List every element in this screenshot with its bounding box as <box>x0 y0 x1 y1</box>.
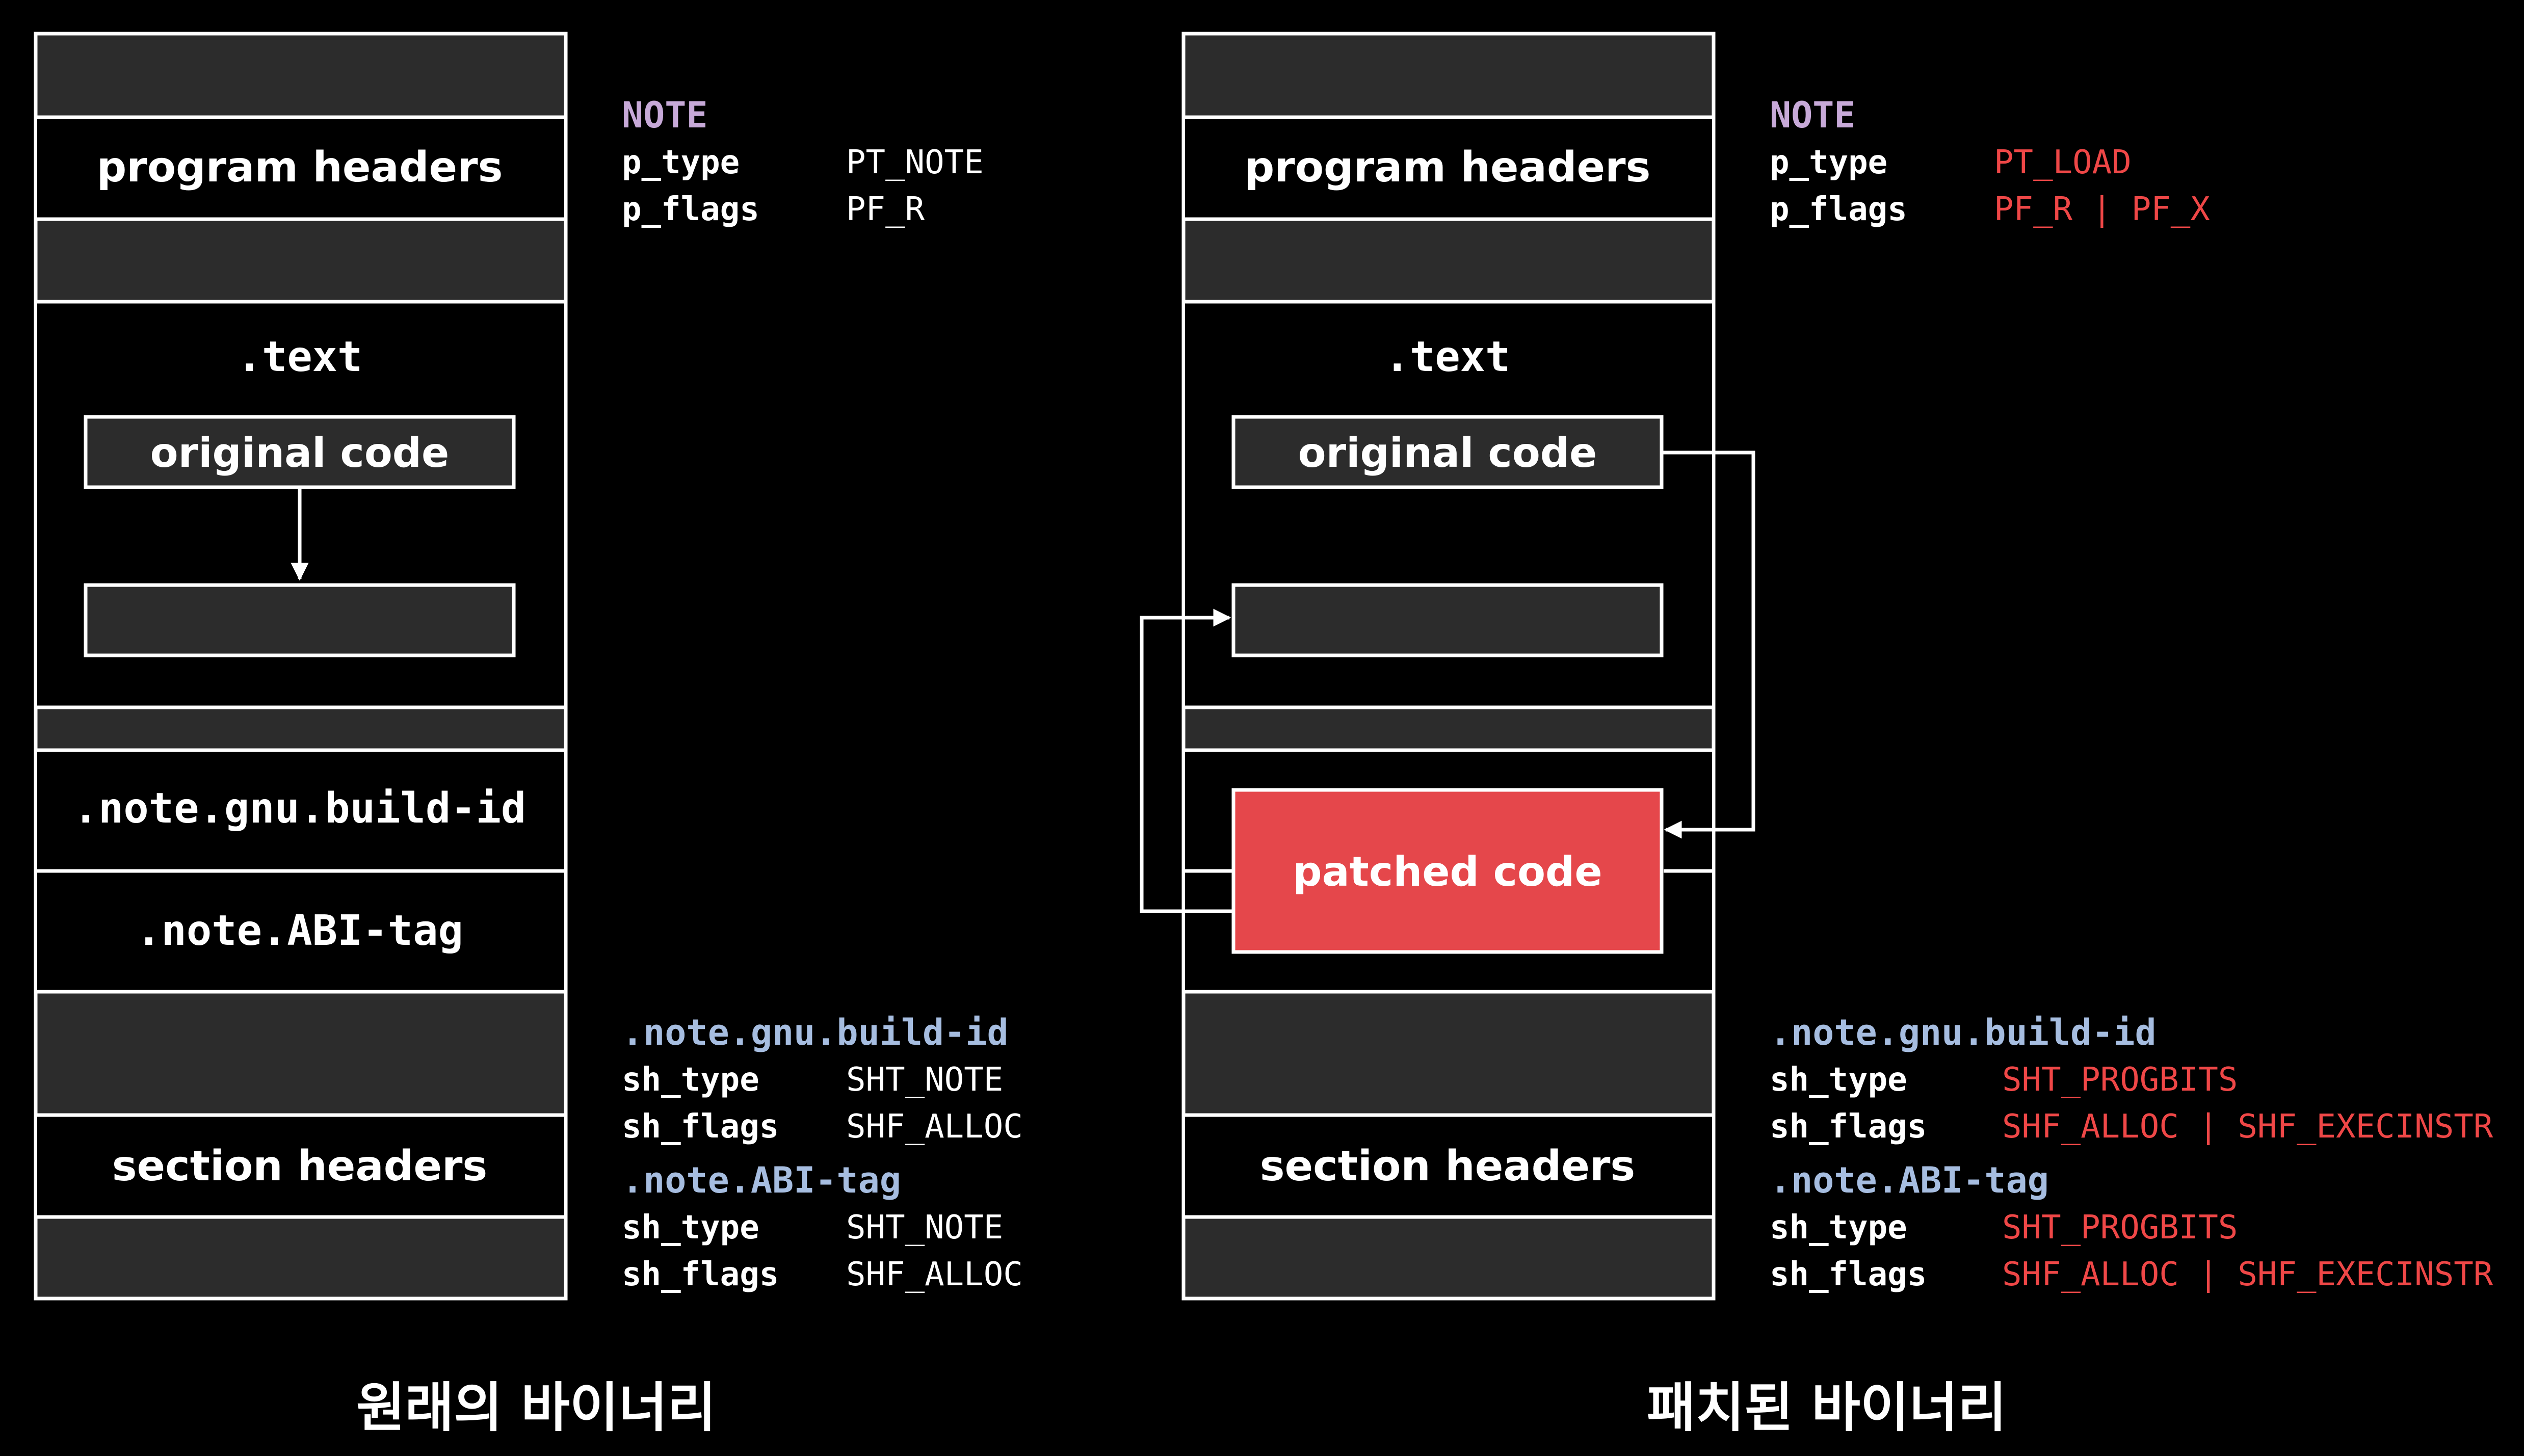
patched-section-name-build-id: .note.gnu.build-id <box>1770 1012 2157 1053</box>
patched-program-header-info: NOTE p_type PT_LOAD p_flags PF_R | PF_X <box>1770 94 2210 228</box>
patched-sh-value-type-1: SHT_PROGBITS <box>2002 1061 2238 1099</box>
original-binary-caption: 원래의 바이너리 <box>356 1376 716 1439</box>
original-program-headers-label: program headers <box>97 143 503 192</box>
original-section-name-abi-tag: .note.ABI-tag <box>622 1159 901 1201</box>
original-sh-value-type-1: SHT_NOTE <box>846 1061 1003 1099</box>
patched-text-section-label: .text <box>1385 333 1511 381</box>
patched-section-headers-label: section headers <box>1260 1142 1635 1190</box>
original-code-box <box>84 415 516 489</box>
original-ph-type-header: NOTE <box>622 94 708 136</box>
patched-binary: program headers .text original code patc… <box>1140 32 1755 1301</box>
patched-ph-value-p-flags: PF_R | PF_X <box>1994 191 2210 228</box>
original-text-section-label: .text <box>237 333 363 381</box>
original-sh-key-type-2: sh_type <box>622 1209 759 1247</box>
patched-program-headers-block <box>1185 118 1712 218</box>
patched-sh-key-flags-2: sh_flags <box>1770 1256 1927 1293</box>
patched-separators <box>1184 115 1714 1219</box>
patched-empty-code-box <box>1231 583 1664 657</box>
original-note-build-id-label: .note.gnu.build-id <box>73 784 527 833</box>
original-ph-value-p-type: PT_NOTE <box>846 144 984 181</box>
original-program-header-info: NOTE p_type PT_NOTE p_flags PF_R <box>622 94 984 228</box>
original-ph-key-p-flags: p_flags <box>622 191 759 228</box>
original-note-abi-tag-label: .note.ABI-tag <box>136 907 463 955</box>
patched-ph-key-p-type: p_type <box>1770 144 1887 181</box>
patched-ph-value-p-type: PT_LOAD <box>1994 144 2132 181</box>
original-section-headers-block <box>37 1116 564 1216</box>
patched-ph-key-p-flags: p_flags <box>1770 191 1907 228</box>
original-ph-value-p-flags: PF_R <box>846 191 925 228</box>
original-section-headers-label: section headers <box>112 1142 487 1190</box>
original-ph-key-p-type: p_type <box>622 144 740 181</box>
original-code-label: original code <box>150 429 450 476</box>
patched-sh-key-flags-1: sh_flags <box>1770 1108 1927 1146</box>
patched-sh-value-type-2: SHT_PROGBITS <box>2002 1209 2238 1247</box>
original-section-name-build-id: .note.gnu.build-id <box>622 1012 1009 1053</box>
original-binary: program headers .text original code .not… <box>34 32 568 1301</box>
patched-program-headers-label: program headers <box>1245 143 1651 192</box>
original-sh-key-flags-1: sh_flags <box>622 1108 779 1146</box>
original-separators <box>36 115 566 1219</box>
patched-section-headers-block <box>1185 1116 1712 1216</box>
original-program-headers-block <box>37 118 564 218</box>
patched-original-code-box <box>1231 415 1664 489</box>
patched-sh-value-flags-1: SHF_ALLOC | SHF_EXECINSTR <box>2002 1108 2493 1146</box>
jump-to-patched-arrow <box>1663 451 1755 839</box>
original-section-info: .note.gnu.build-id sh_type SHT_NOTE sh_f… <box>622 1012 1023 1293</box>
original-sh-key-flags-2: sh_flags <box>622 1256 779 1293</box>
original-sh-key-type-1: sh_type <box>622 1061 759 1099</box>
original-empty-code-box <box>84 583 516 657</box>
original-note-abi-tag-block <box>37 871 564 991</box>
patched-original-code-label: original code <box>1298 429 1597 476</box>
return-from-patched-arrow <box>1140 608 1232 913</box>
original-note-build-id-block <box>37 751 564 870</box>
original-sh-value-flags-2: SHF_ALLOC <box>846 1256 1023 1293</box>
patched-section-name-abi-tag: .note.ABI-tag <box>1770 1159 2049 1201</box>
patched-sh-value-flags-2: SHF_ALLOC | SHF_EXECINSTR <box>2002 1256 2493 1293</box>
original-sh-value-flags-1: SHF_ALLOC <box>846 1108 1023 1146</box>
patched-section-info: .note.gnu.build-id sh_type SHT_PROGBITS … <box>1770 1012 2493 1293</box>
patched-code-box <box>1231 788 1664 954</box>
original-sh-value-type-2: SHT_NOTE <box>846 1209 1003 1247</box>
patched-sh-key-type-1: sh_type <box>1770 1061 1907 1099</box>
patched-ph-type-header: NOTE <box>1770 94 1856 136</box>
patched-binary-caption: 패치된 바이너리 <box>1647 1376 2007 1439</box>
patched-sh-key-type-2: sh_type <box>1770 1209 1907 1247</box>
patched-code-label: patched code <box>1293 848 1602 895</box>
